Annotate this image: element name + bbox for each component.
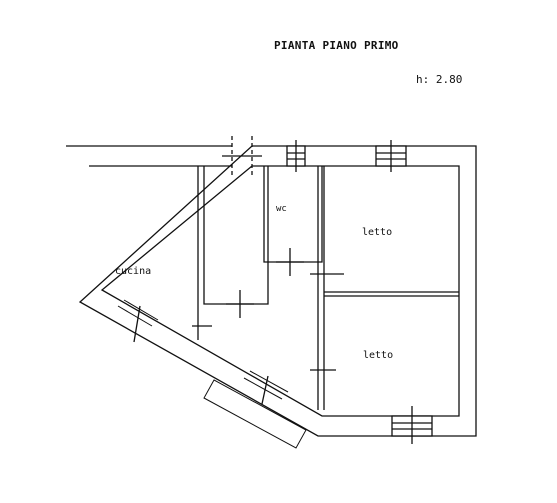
room-label-wc: wc bbox=[276, 204, 287, 214]
window-bottom bbox=[391, 406, 433, 444]
wc-wall bbox=[263, 166, 323, 263]
window-top-right bbox=[375, 140, 407, 172]
balcony bbox=[203, 379, 307, 449]
room-label-letto-upper: letto bbox=[362, 227, 393, 238]
window-diagonal-2 bbox=[243, 370, 289, 405]
inner-wall-outline bbox=[89, 165, 460, 417]
room-label-letto-lower: letto bbox=[363, 350, 394, 361]
ceiling-height-label: h: 2.80 bbox=[416, 73, 463, 86]
window-diagonal-1 bbox=[117, 299, 159, 343]
corridor-left-wall bbox=[197, 166, 269, 340]
bedroom-partition-vertical bbox=[317, 166, 325, 410]
window-top-left bbox=[286, 140, 306, 172]
bedroom-partition-horizontal bbox=[324, 291, 459, 297]
plan-title: PIANTA PIANO PRIMO bbox=[274, 39, 399, 52]
room-label-cucina: cucina bbox=[115, 266, 152, 277]
